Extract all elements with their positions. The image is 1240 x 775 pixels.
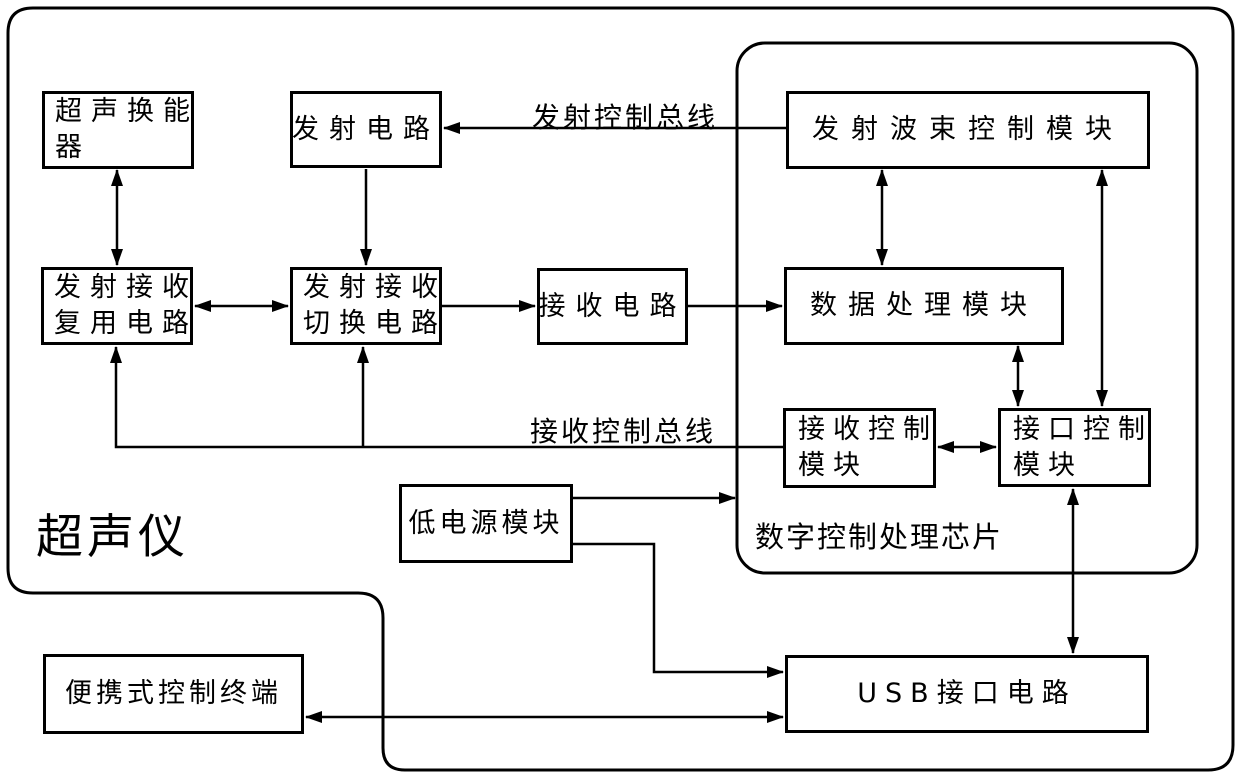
box-label: 数据处理模块 xyxy=(810,290,1038,322)
connector-receive-bus xyxy=(110,346,783,449)
box-label: 器 xyxy=(55,132,91,163)
chip-boundary xyxy=(735,41,1199,575)
box-label: 接收电路 xyxy=(538,290,687,322)
device-title-label: 超声仪 xyxy=(36,510,189,565)
chip-title-label: 数字控制处理芯片 xyxy=(755,520,1004,554)
box-label: 发射波束控制模块 xyxy=(812,114,1124,146)
box-label: 模块 xyxy=(1013,449,1083,481)
box-ultrasonic-transducer: 超声换能 器 xyxy=(42,91,194,169)
box-label: 接收控制 xyxy=(798,414,938,446)
box-label: 接口控制 xyxy=(1013,413,1153,445)
box-label: USB接口电路 xyxy=(857,678,1077,710)
box-portable-control-terminal: 便携式控制终端 xyxy=(43,654,304,734)
box-label: 低电源模块 xyxy=(408,507,564,539)
receive-control-bus-label: 接收控制总线 xyxy=(530,415,717,448)
connector-power-usb xyxy=(573,542,784,678)
box-label: 便携式控制终端 xyxy=(65,678,282,710)
box-low-power-module: 低电源模块 xyxy=(399,484,573,563)
box-receive-circuit: 接收电路 xyxy=(537,268,688,345)
box-transmit-receive-switch-circuit: 发射接收 切换电路 xyxy=(290,267,442,345)
device-boundary xyxy=(6,6,1235,772)
box-interface-control-module: 接口控制 模块 xyxy=(998,408,1151,487)
box-receive-control-module: 接收控制 模块 xyxy=(783,408,936,488)
box-label: 发射接收 xyxy=(54,272,198,304)
box-transmit-receive-multiplex-circuit: 发射接收 复用电路 xyxy=(41,267,193,345)
box-label: 发射接收 xyxy=(303,272,447,304)
box-transmit-beam-control-module: 发射波束控制模块 xyxy=(786,91,1150,169)
transmit-control-bus-label: 发射控制总线 xyxy=(532,101,719,134)
box-usb-interface-circuit: USB接口电路 xyxy=(785,655,1149,733)
box-label: 超声换能 xyxy=(55,96,199,128)
box-label: 模块 xyxy=(798,450,868,481)
box-transmit-circuit: 发射电路 xyxy=(290,91,442,168)
box-label: 发射电路 xyxy=(292,113,440,145)
box-label: 复用电路 xyxy=(54,308,198,339)
box-data-processing-module: 数据处理模块 xyxy=(784,267,1064,345)
box-label: 切换电路 xyxy=(303,308,447,339)
